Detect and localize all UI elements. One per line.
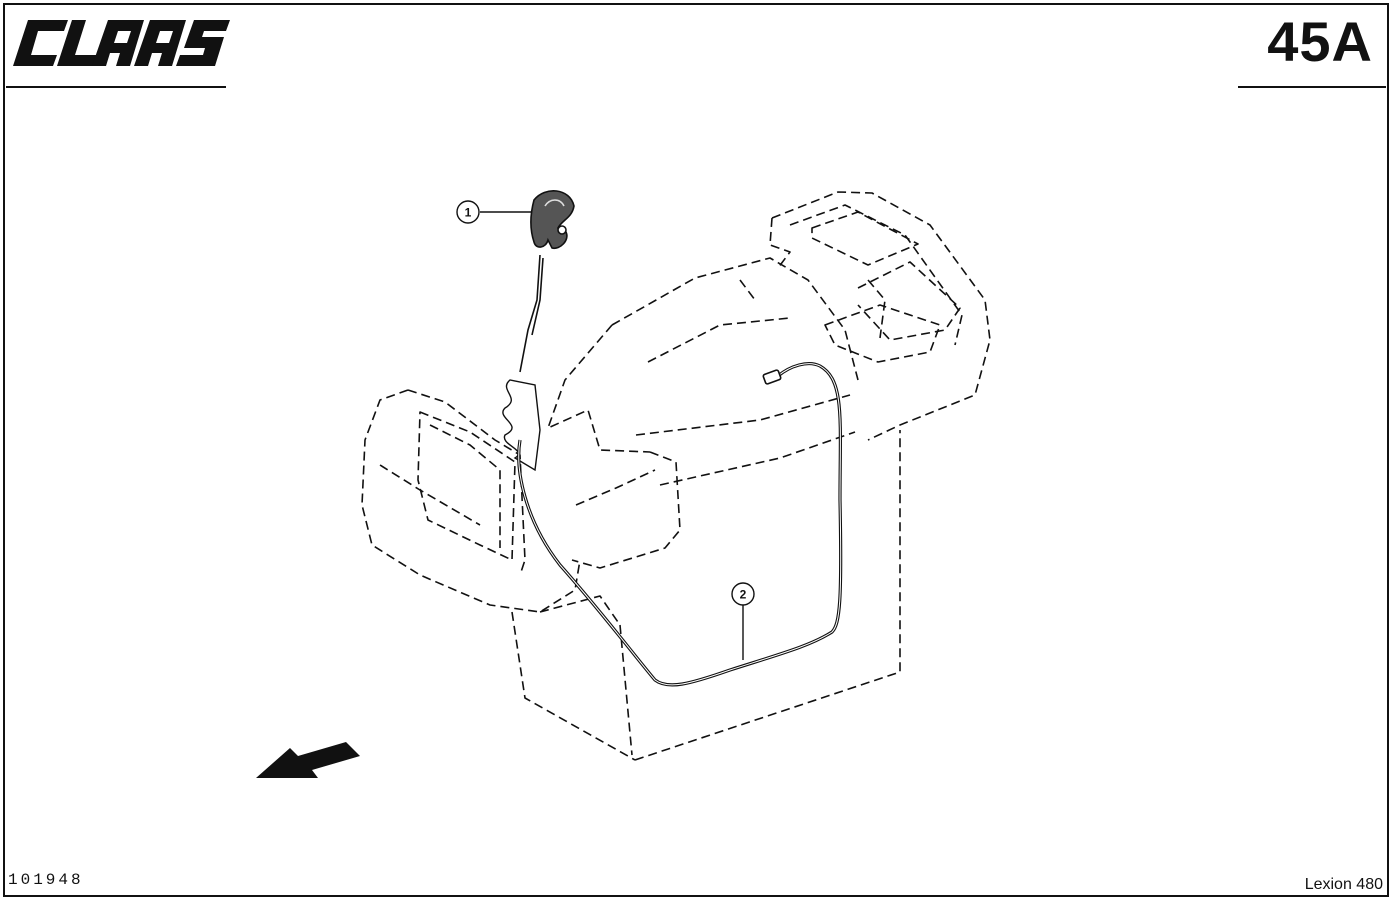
armrest-ridge-2 (739, 279, 756, 301)
lever-stem (519, 254, 541, 373)
claas-logo (13, 20, 230, 66)
handle-pad-inner (407, 389, 526, 576)
sheet-number: 45A (1267, 10, 1373, 73)
handle-pad-edge (379, 464, 481, 526)
armrest-lower-line (635, 394, 851, 436)
console-slot (867, 279, 886, 339)
handle-pad-face-inner (429, 424, 501, 548)
base-step (539, 595, 621, 626)
logo-underline (6, 86, 226, 88)
console-rear-outline (771, 191, 991, 441)
cable-connector (762, 369, 782, 385)
drawing-number: 101948 (8, 871, 84, 889)
armrest-mid-line (659, 431, 856, 486)
armrest-side (547, 324, 651, 453)
armrest-top (611, 257, 859, 381)
sheet-number-underline (1238, 86, 1386, 88)
lever-knob-button (557, 225, 567, 235)
base-bottom (634, 430, 901, 761)
console-recess-2 (857, 261, 961, 341)
lever-knob-highlight (544, 199, 565, 207)
armrest-inner (575, 469, 656, 506)
callout-2-circle (731, 582, 755, 606)
callout-1-label: 1 (465, 206, 472, 220)
model-name: Lexion 480 (1304, 876, 1383, 893)
lever-boot (502, 379, 541, 472)
armrest-front-face (571, 451, 681, 569)
armrest-ridge (647, 317, 791, 363)
lever-wire-a (531, 257, 544, 336)
handle-pad-face (417, 411, 516, 561)
callout-2-label: 2 (740, 588, 747, 602)
console-recess-3 (824, 304, 941, 363)
base-left (511, 611, 636, 761)
handle-pad-outline (361, 389, 581, 613)
callout-1-circle (456, 200, 480, 224)
drawing-frame (3, 3, 1389, 897)
base-mid (619, 624, 633, 756)
cable-harness-core (518, 363, 842, 686)
console-recess-1 (811, 211, 919, 266)
console-step (769, 217, 791, 269)
direction-arrow-icon (256, 742, 360, 778)
